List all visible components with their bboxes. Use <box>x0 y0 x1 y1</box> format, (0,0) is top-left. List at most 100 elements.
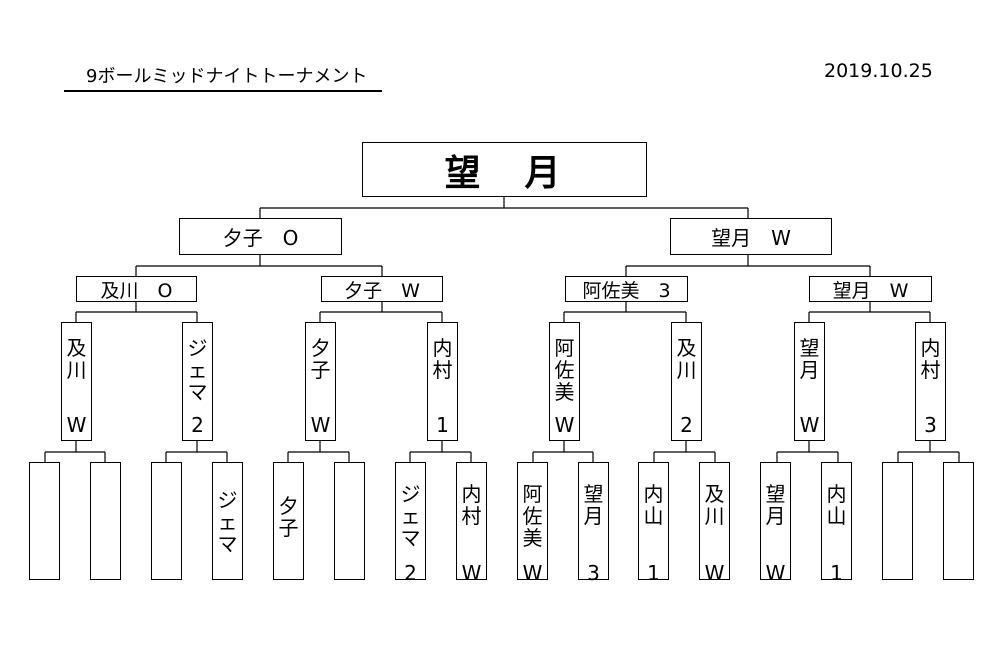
round1-box-8: 内村 W <box>456 462 487 585</box>
round1-name-char: マ <box>400 526 421 550</box>
bracket-line <box>532 441 594 462</box>
round1-name-char: 及 <box>704 482 725 506</box>
bracket-line <box>75 302 198 322</box>
round1-name-char: ジ <box>400 482 421 506</box>
round1-name-char: 望 <box>583 482 604 506</box>
round1-name-char: 望 <box>765 482 786 506</box>
quarter-text-4: 望月 W <box>832 279 909 302</box>
round1-box-12: 及川 W <box>699 462 730 585</box>
round2-name-char: 及 <box>676 336 697 360</box>
semi-box-1: 夕子 O <box>179 218 342 255</box>
round1-name-char: 川 <box>704 504 725 528</box>
round1-score: W <box>704 561 725 585</box>
round1-box-4: ジェマ <box>212 462 243 580</box>
champion-box: 望 月 <box>362 142 647 197</box>
round2-name-char: 及 <box>66 336 87 360</box>
round1-name-char: 内 <box>643 482 664 506</box>
round1-name-char: ェ <box>217 510 238 534</box>
quarter-text-2: 夕子 W <box>344 279 420 302</box>
round1-name-char: 村 <box>461 504 482 528</box>
round2-box-6: 及川 2 <box>671 322 702 441</box>
round2-score: W <box>554 413 575 437</box>
round1-name-char: 子 <box>278 516 299 540</box>
round1-box-3 <box>151 462 182 580</box>
round2-name-char: 川 <box>676 358 697 382</box>
semi-box-2: 望月 W <box>670 218 832 255</box>
bracket-line <box>409 441 472 462</box>
semi-text-2: 望月 W <box>711 226 791 250</box>
round1-box-2 <box>90 462 121 580</box>
round2-score: W <box>66 413 87 437</box>
round1-score: 2 <box>404 561 417 585</box>
bracket-line <box>563 302 687 322</box>
round1-name-char: ジ <box>217 488 238 512</box>
bracket-line <box>776 441 839 462</box>
bracket-line <box>44 441 106 462</box>
bracket-line <box>135 255 383 276</box>
round2-name-char: 阿 <box>554 336 575 360</box>
round1-score: 3 <box>587 561 600 585</box>
semi-text-1: 夕子 O <box>222 226 299 250</box>
round1-score: W <box>461 561 482 585</box>
round2-box-7: 望月 W <box>794 322 825 441</box>
round2-score: W <box>799 413 820 437</box>
round1-box-10: 望月 3 <box>578 462 609 585</box>
round1-name-char: 内 <box>461 482 482 506</box>
round2-name-char: 村 <box>432 358 453 382</box>
tournament-date: 2019.10.25 <box>824 60 933 82</box>
round2-name-char: 美 <box>554 380 575 404</box>
round2-name-char: 内 <box>432 336 453 360</box>
bracket-line <box>287 441 350 462</box>
bracket-line <box>165 441 228 462</box>
round2-name-char: 佐 <box>554 358 575 382</box>
champion-name: 望 月 <box>444 152 565 194</box>
quarter-text-3: 阿佐美 3 <box>582 279 671 302</box>
round2-score: 1 <box>436 413 449 437</box>
round1-box-7: ジェマ 2 <box>395 462 426 585</box>
round1-box-15 <box>882 462 913 580</box>
round2-name-char: 内 <box>920 336 941 360</box>
round1-name-char: 月 <box>765 504 786 528</box>
round2-name-char: 月 <box>799 358 820 382</box>
round1-name-char: 月 <box>583 504 604 528</box>
round1-score: W <box>765 561 786 585</box>
round2-name-char: ェ <box>187 358 208 382</box>
quarter-box-3: 阿佐美 3 <box>565 276 688 302</box>
round2-score: 2 <box>680 413 693 437</box>
quarter-box-2: 夕子 W <box>321 276 443 302</box>
round1-score: 1 <box>647 561 660 585</box>
round1-name-char: ェ <box>400 504 421 528</box>
round1-name-char: 山 <box>826 504 847 528</box>
quarter-box-4: 望月 W <box>809 276 932 302</box>
round2-name-char: マ <box>187 380 208 404</box>
round1-name-char: 内 <box>826 482 847 506</box>
bracket-line <box>897 441 960 462</box>
round1-box-13: 望月 W <box>760 462 791 585</box>
round2-score: 2 <box>191 413 204 437</box>
bracket-line <box>808 302 931 322</box>
round2-name-char: ジ <box>187 336 208 360</box>
round2-name-char: 川 <box>66 358 87 382</box>
round1-name-char: 山 <box>643 504 664 528</box>
round1-box-1 <box>29 462 60 580</box>
round1-box-6 <box>334 462 365 580</box>
round2-box-4: 内村 1 <box>427 322 458 441</box>
quarter-text-1: 及川 O <box>100 279 173 302</box>
round2-name-char: 夕 <box>310 336 331 360</box>
round1-name-char: 佐 <box>522 504 543 528</box>
round1-name-char: 阿 <box>522 482 543 506</box>
round2-name-char: 村 <box>920 358 941 382</box>
bracket-line <box>259 197 749 218</box>
round2-name-char: 望 <box>799 336 820 360</box>
bracket-line <box>625 255 871 276</box>
round1-box-14: 内山 1 <box>821 462 852 585</box>
bracket-line <box>653 441 716 462</box>
round1-box-11: 内山 1 <box>638 462 669 585</box>
round2-box-1: 及川 W <box>61 322 92 441</box>
round1-score: 1 <box>830 561 843 585</box>
